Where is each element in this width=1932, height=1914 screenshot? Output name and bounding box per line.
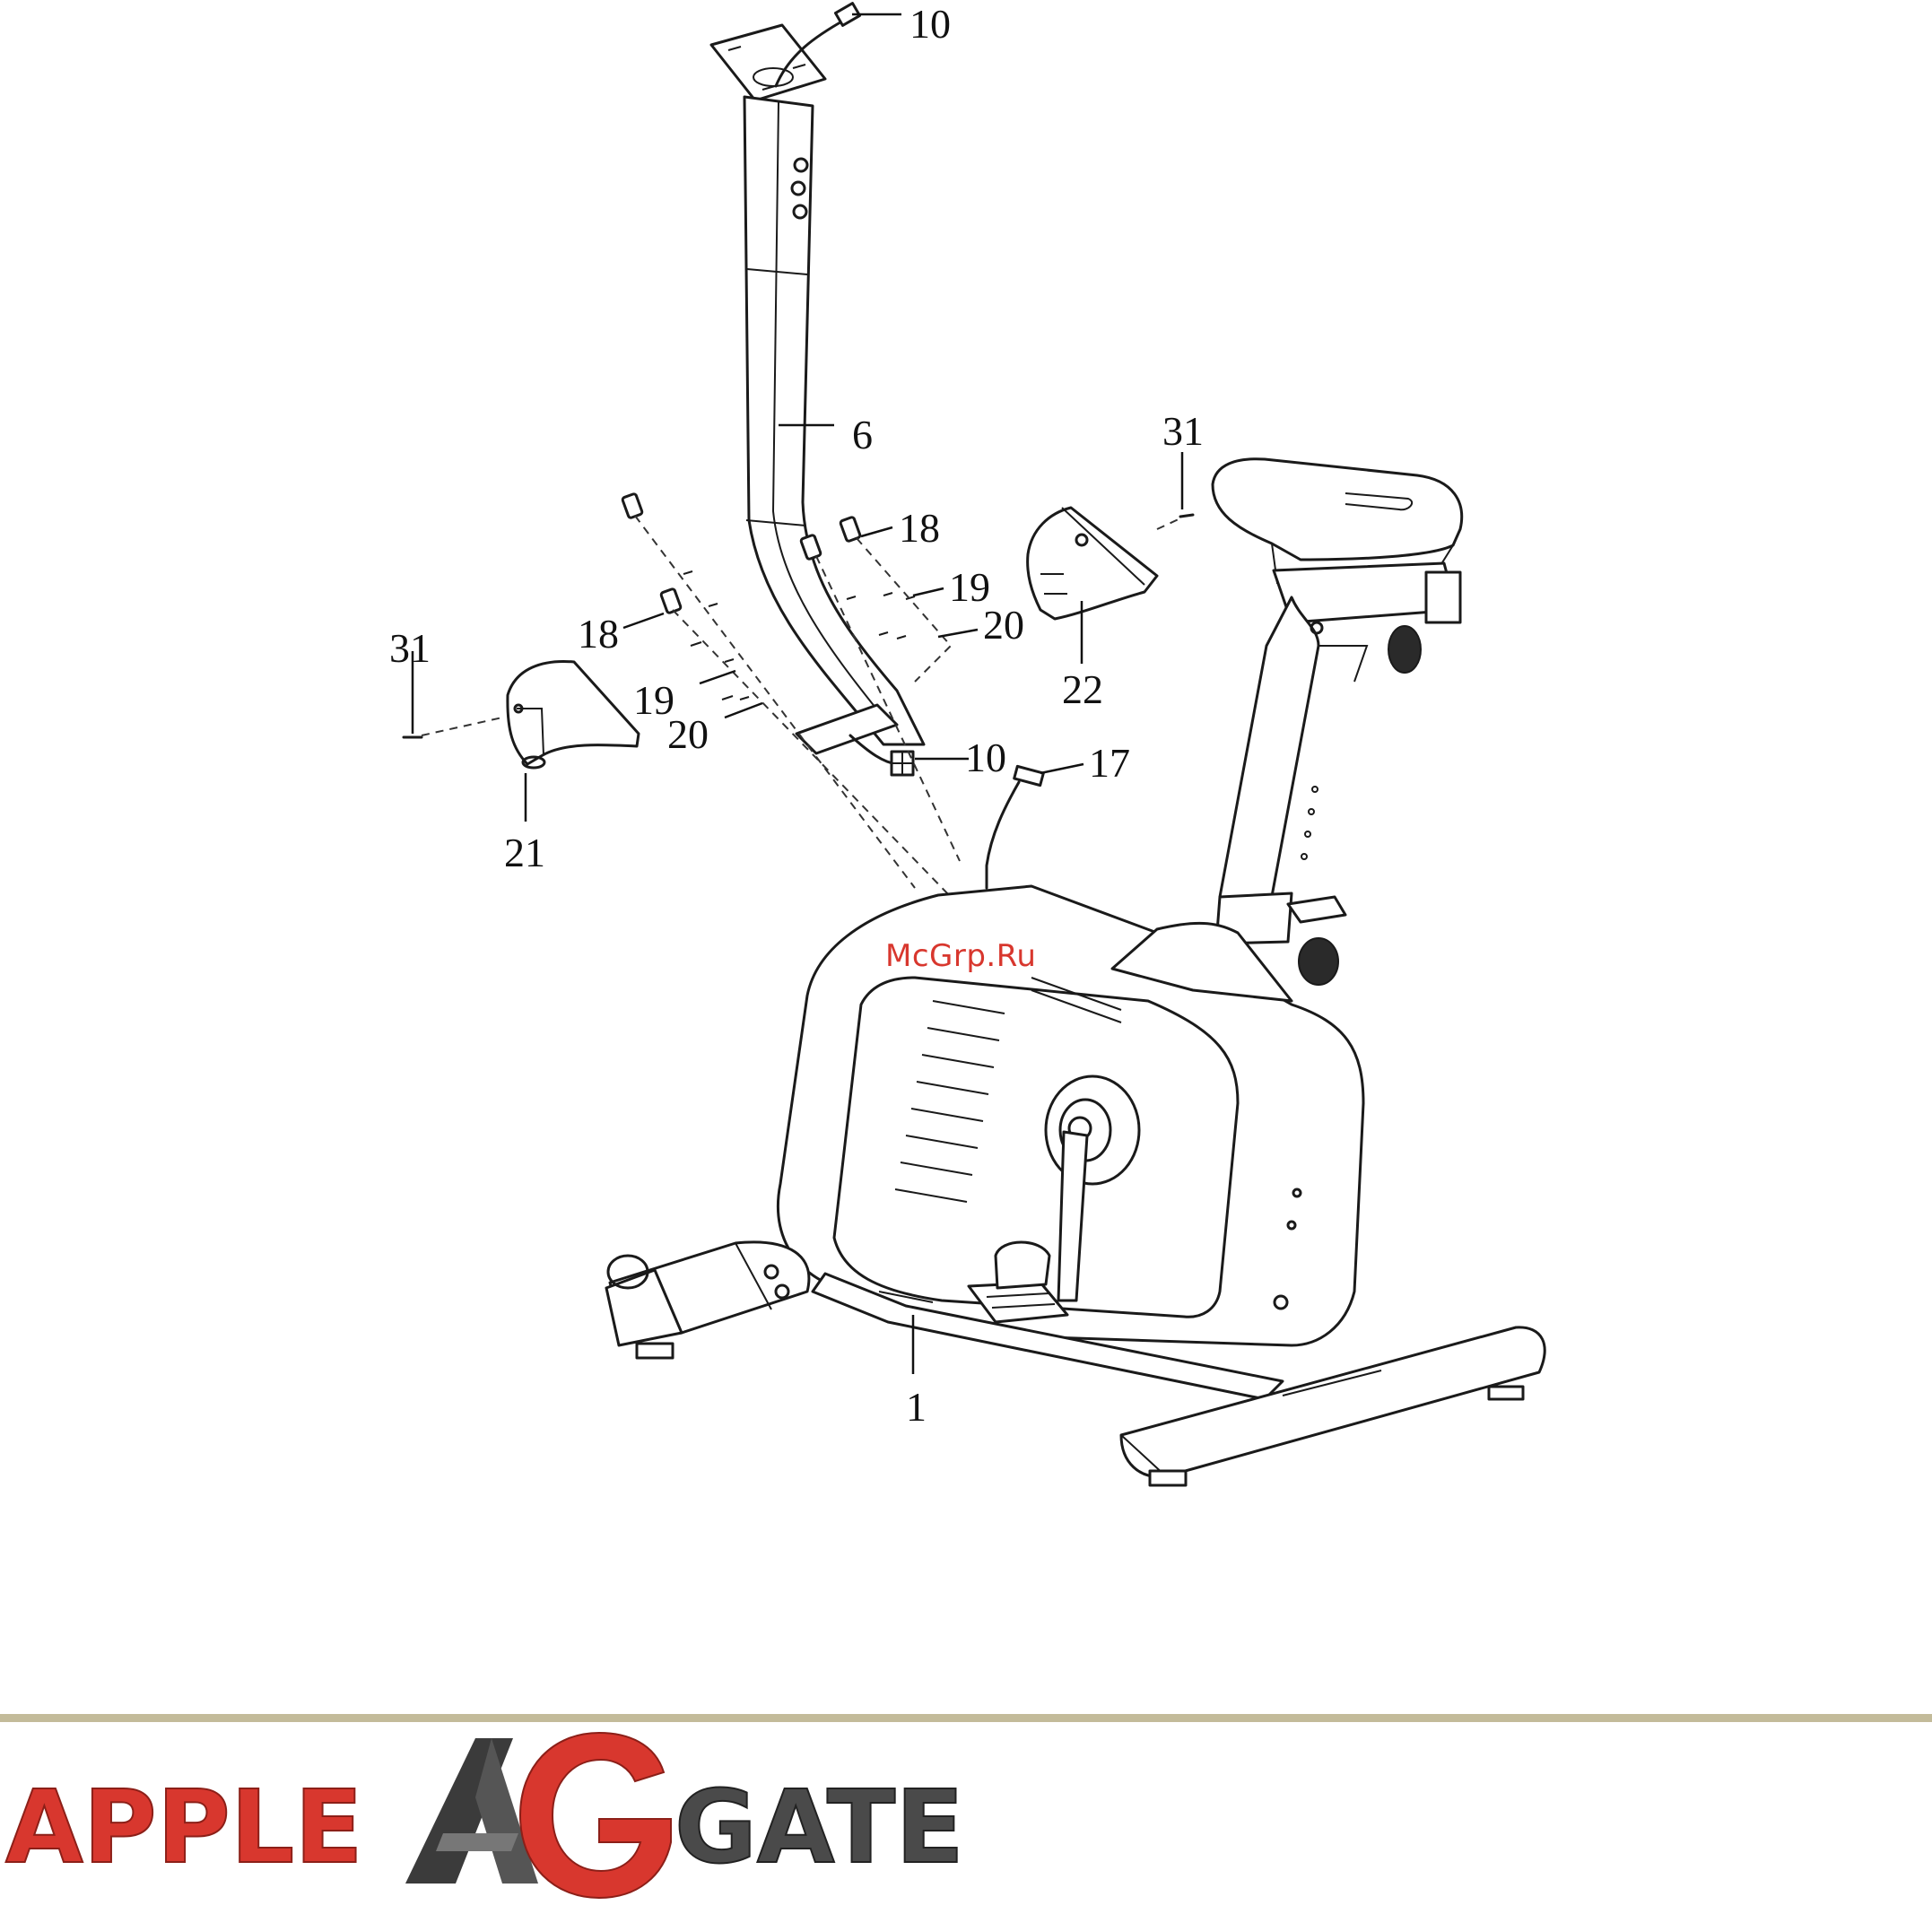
logo-emblem-icon — [405, 1733, 671, 1898]
callout-1: 1 — [906, 1384, 927, 1430]
seat-post — [1216, 597, 1367, 985]
sensor-cable-part-17 — [987, 766, 1043, 888]
callout-22: 22 — [1062, 666, 1103, 712]
logo-word-gate: GATE — [674, 1770, 964, 1886]
exploded-assembly-diagram: 10 6 31 18 19 20 22 31 18 19 20 21 10 17… — [0, 0, 1932, 1579]
callout-21: 21 — [504, 830, 545, 875]
main-frame-part-1 — [606, 886, 1545, 1485]
footer-divider — [0, 1714, 1932, 1722]
callout-6: 6 — [852, 412, 873, 457]
callout-20-right: 20 — [983, 602, 1024, 648]
watermark-text: McGrp.Ru — [885, 938, 1036, 974]
applegate-logo: APPLE GATE — [0, 1726, 1005, 1905]
screw-31-right — [1157, 515, 1193, 529]
callout-18-right: 18 — [899, 505, 940, 551]
right-cover-part-22 — [1028, 508, 1157, 619]
screw-31-left — [404, 718, 502, 737]
callout-18-left: 18 — [578, 611, 619, 657]
callout-31-left: 31 — [389, 625, 431, 671]
callout-31-right: 31 — [1162, 408, 1204, 454]
handlebar-post-part-6 — [711, 25, 924, 753]
logo-word-apple: APPLE — [5, 1770, 363, 1886]
callout-10-top: 10 — [909, 1, 951, 47]
saddle — [1213, 459, 1462, 673]
callout-10-mid: 10 — [965, 735, 1006, 780]
left-cover-part-21 — [508, 661, 639, 768]
callout-17: 17 — [1089, 740, 1130, 786]
callout-20-left: 20 — [667, 711, 709, 757]
